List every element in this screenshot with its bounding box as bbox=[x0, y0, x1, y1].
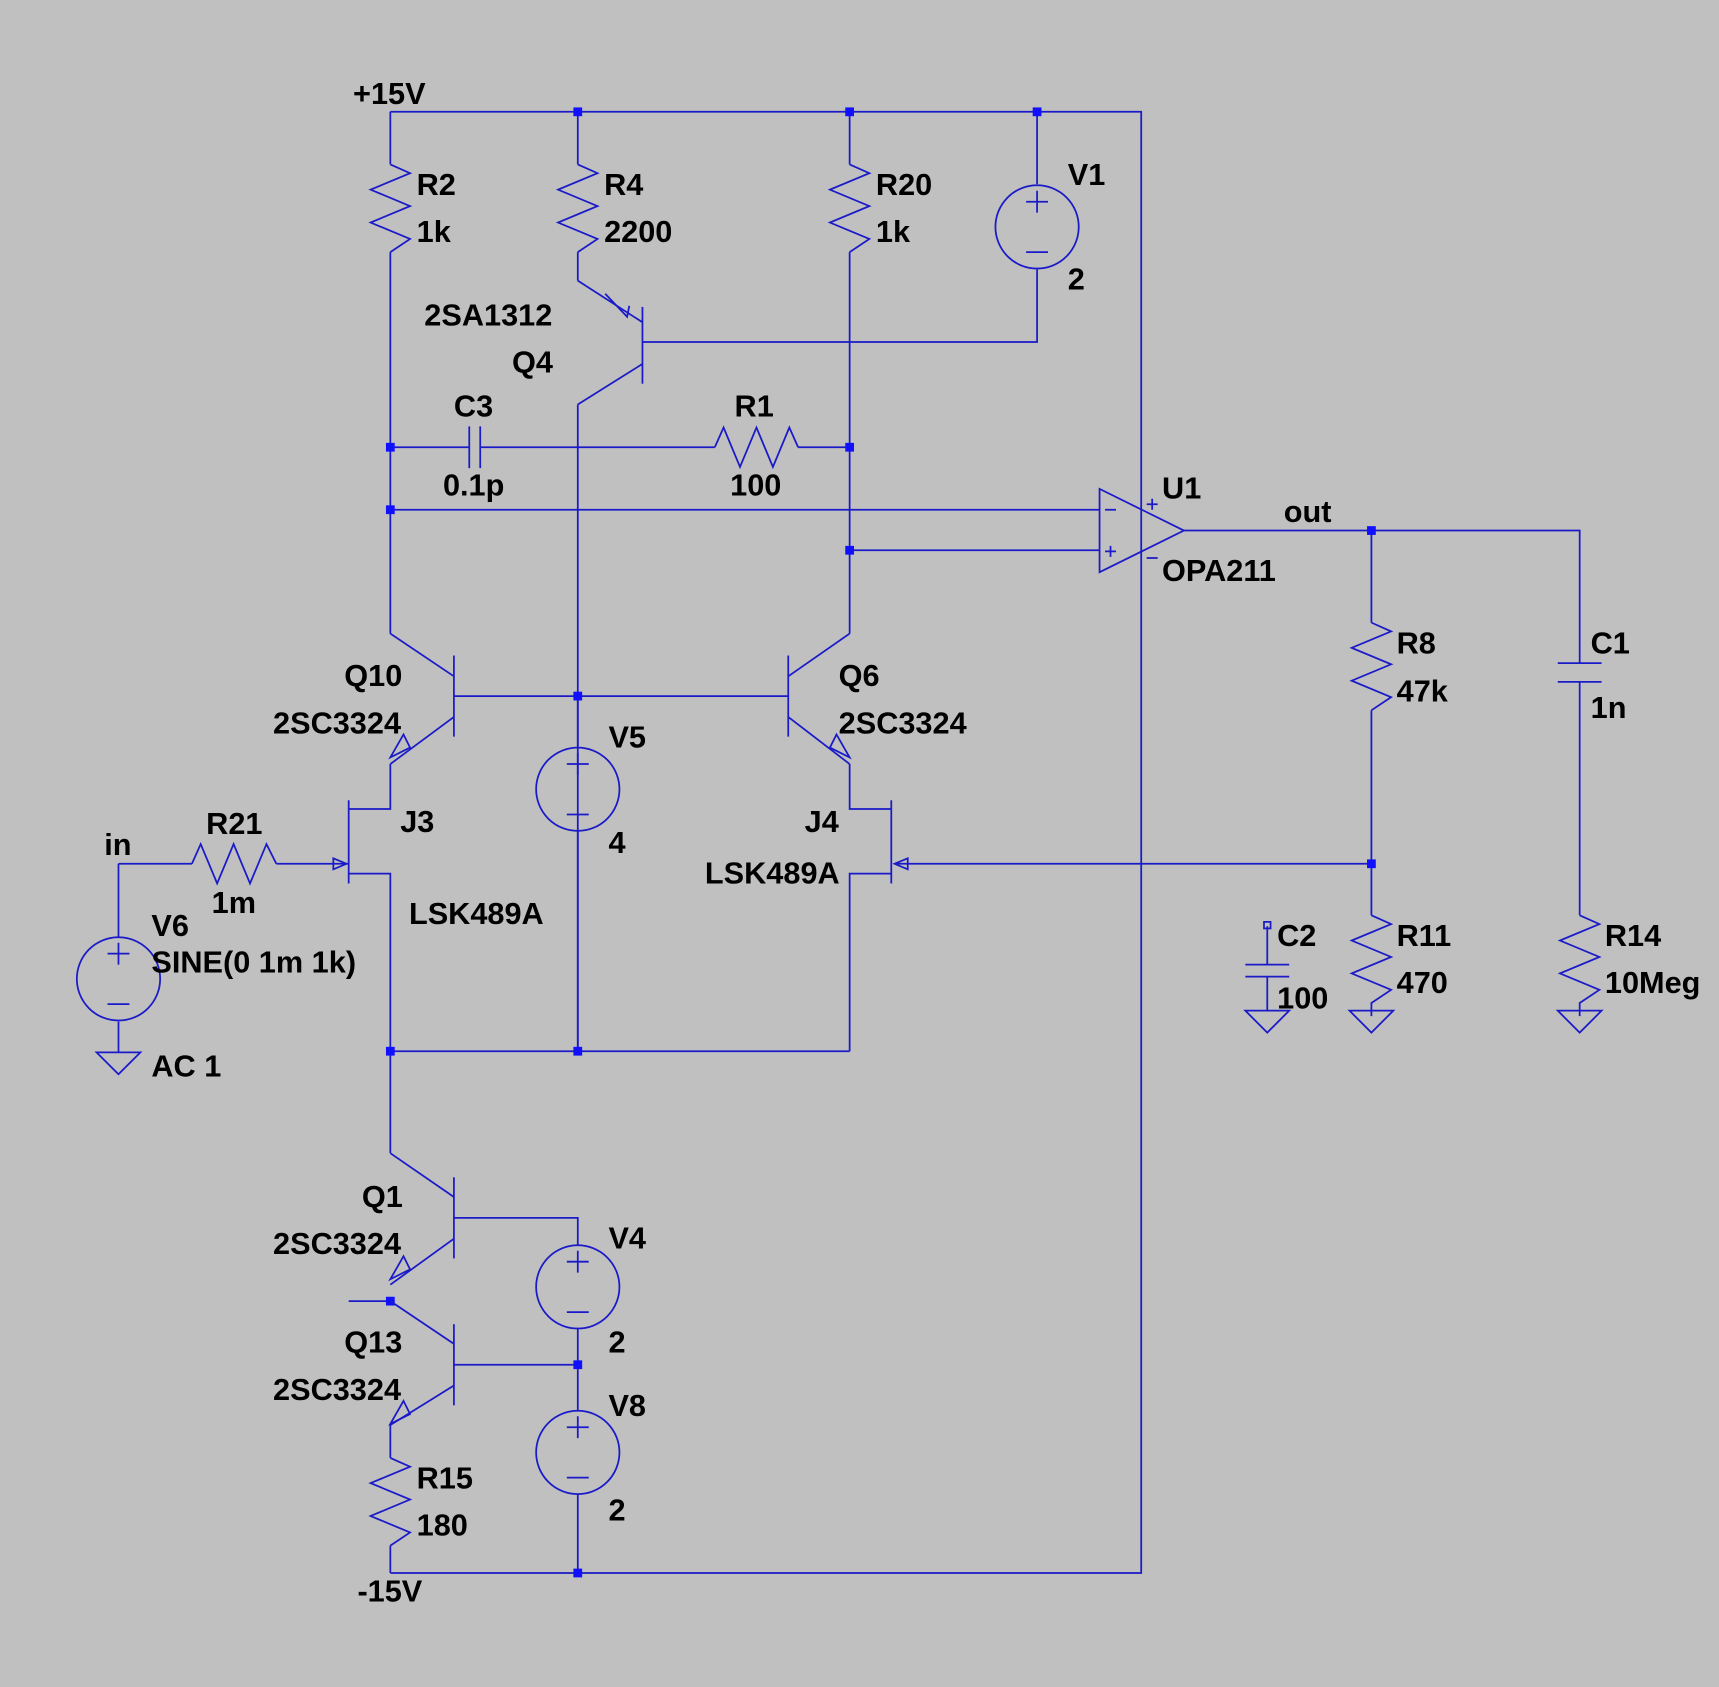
r4-name: R4 bbox=[604, 167, 643, 202]
resistor-r11-symbol[interactable] bbox=[1349, 914, 1394, 1017]
r1-name: R1 bbox=[735, 389, 774, 424]
v4-value: 2 bbox=[608, 1325, 625, 1360]
resistor-r2-symbol[interactable] bbox=[368, 163, 413, 253]
r14-name: R14 bbox=[1605, 918, 1661, 953]
c3-name: C3 bbox=[454, 389, 493, 424]
v1-value: 2 bbox=[1068, 261, 1085, 296]
resistor-r20-symbol[interactable] bbox=[827, 163, 872, 253]
q13-model: 2SC3324 bbox=[273, 1372, 401, 1407]
transistor-q1-symbol[interactable] bbox=[388, 1152, 455, 1286]
r8-value: 47k bbox=[1397, 674, 1449, 709]
transistor-q13-symbol[interactable] bbox=[388, 1300, 455, 1426]
j4-name: J4 bbox=[805, 804, 839, 839]
q10-model: 2SC3324 bbox=[273, 705, 401, 740]
net-label-vneg: -15V bbox=[357, 1573, 422, 1608]
q10-name: Q10 bbox=[344, 658, 402, 693]
resistor-r4-symbol[interactable] bbox=[555, 163, 600, 253]
capacitor-c1-symbol[interactable] bbox=[1557, 662, 1602, 683]
r2-value: 1k bbox=[417, 214, 452, 249]
transistor-q6-symbol[interactable] bbox=[787, 632, 852, 765]
c3-value: 0.1p bbox=[443, 467, 504, 502]
r21-name: R21 bbox=[206, 806, 262, 841]
c2-value: 100 bbox=[1277, 980, 1328, 1015]
source-v5-symbol[interactable] bbox=[535, 746, 621, 832]
resistor-r1-symbol[interactable] bbox=[714, 425, 799, 470]
r11-name: R11 bbox=[1397, 918, 1452, 953]
r4-value: 2200 bbox=[604, 214, 672, 249]
r20-value: 1k bbox=[876, 214, 911, 249]
r14-value: 10Meg bbox=[1605, 965, 1701, 1000]
ground-symbols bbox=[94, 1009, 1604, 1076]
capacitor-c2-symbol[interactable] bbox=[1245, 963, 1290, 978]
capacitor-c2-pin bbox=[1263, 920, 1272, 930]
v8-value: 2 bbox=[608, 1492, 625, 1527]
j4-model: LSK489A bbox=[705, 856, 840, 891]
u1-name: U1 bbox=[1162, 471, 1201, 506]
r8-name: R8 bbox=[1397, 625, 1436, 660]
q13-name: Q13 bbox=[344, 1325, 402, 1360]
net-label-in: in bbox=[104, 827, 131, 862]
j3-name: J3 bbox=[400, 804, 434, 839]
c1-name: C1 bbox=[1591, 625, 1630, 660]
r15-value: 180 bbox=[417, 1508, 468, 1543]
resistor-r8-symbol[interactable] bbox=[1349, 621, 1394, 712]
r2-name: R2 bbox=[417, 167, 456, 202]
r20-name: R20 bbox=[876, 167, 932, 202]
jfet-j4-symbol[interactable] bbox=[890, 800, 909, 884]
u1-model: OPA211 bbox=[1162, 553, 1276, 588]
q4-model: 2SA1312 bbox=[424, 298, 552, 333]
resistor-r14-symbol[interactable] bbox=[1557, 914, 1602, 1017]
v6-name: V6 bbox=[151, 908, 189, 943]
v8-name: V8 bbox=[608, 1388, 646, 1423]
net-label-out: out bbox=[1284, 494, 1332, 529]
transistor-q10-symbol[interactable] bbox=[388, 632, 455, 765]
v5-value: 4 bbox=[608, 825, 625, 860]
source-v1-symbol[interactable] bbox=[994, 184, 1080, 270]
q4-name: Q4 bbox=[512, 345, 553, 380]
source-v8-symbol[interactable] bbox=[535, 1409, 621, 1495]
q6-name: Q6 bbox=[839, 658, 880, 693]
q6-model: 2SC3324 bbox=[839, 705, 967, 740]
j3-model: LSK489A bbox=[409, 896, 544, 931]
v6-value: SINE(0 1m 1k) bbox=[151, 944, 356, 979]
labels: +15V -15V in out R2 1k R4 2200 R20 1k V1… bbox=[104, 76, 1700, 1608]
r21-value: 1m bbox=[212, 885, 256, 920]
r15-name: R15 bbox=[417, 1461, 473, 1496]
wires bbox=[117, 110, 1581, 1574]
jfet-j3-symbol[interactable] bbox=[332, 800, 350, 884]
c1-value: 1n bbox=[1591, 690, 1627, 725]
v4-name: V4 bbox=[608, 1221, 646, 1256]
q1-model: 2SC3324 bbox=[273, 1226, 401, 1261]
v1-name: V1 bbox=[1068, 157, 1106, 192]
transistor-q4-symbol[interactable] bbox=[577, 279, 644, 406]
v6-ac: AC 1 bbox=[151, 1048, 221, 1083]
opamp-u1-symbol[interactable] bbox=[1098, 487, 1186, 574]
r11-value: 470 bbox=[1397, 965, 1448, 1000]
source-v4-symbol[interactable] bbox=[535, 1244, 621, 1330]
v5-name: V5 bbox=[608, 720, 646, 755]
resistor-r15-symbol[interactable] bbox=[368, 1457, 413, 1547]
net-label-vpos: +15V bbox=[353, 76, 426, 111]
c2-name: C2 bbox=[1277, 918, 1316, 953]
r1-value: 100 bbox=[730, 467, 781, 502]
q1-name: Q1 bbox=[362, 1179, 403, 1214]
resistor-r21-symbol[interactable] bbox=[191, 841, 278, 886]
capacitor-c3-symbol[interactable] bbox=[468, 426, 482, 469]
source-v6-symbol[interactable] bbox=[75, 936, 162, 1022]
